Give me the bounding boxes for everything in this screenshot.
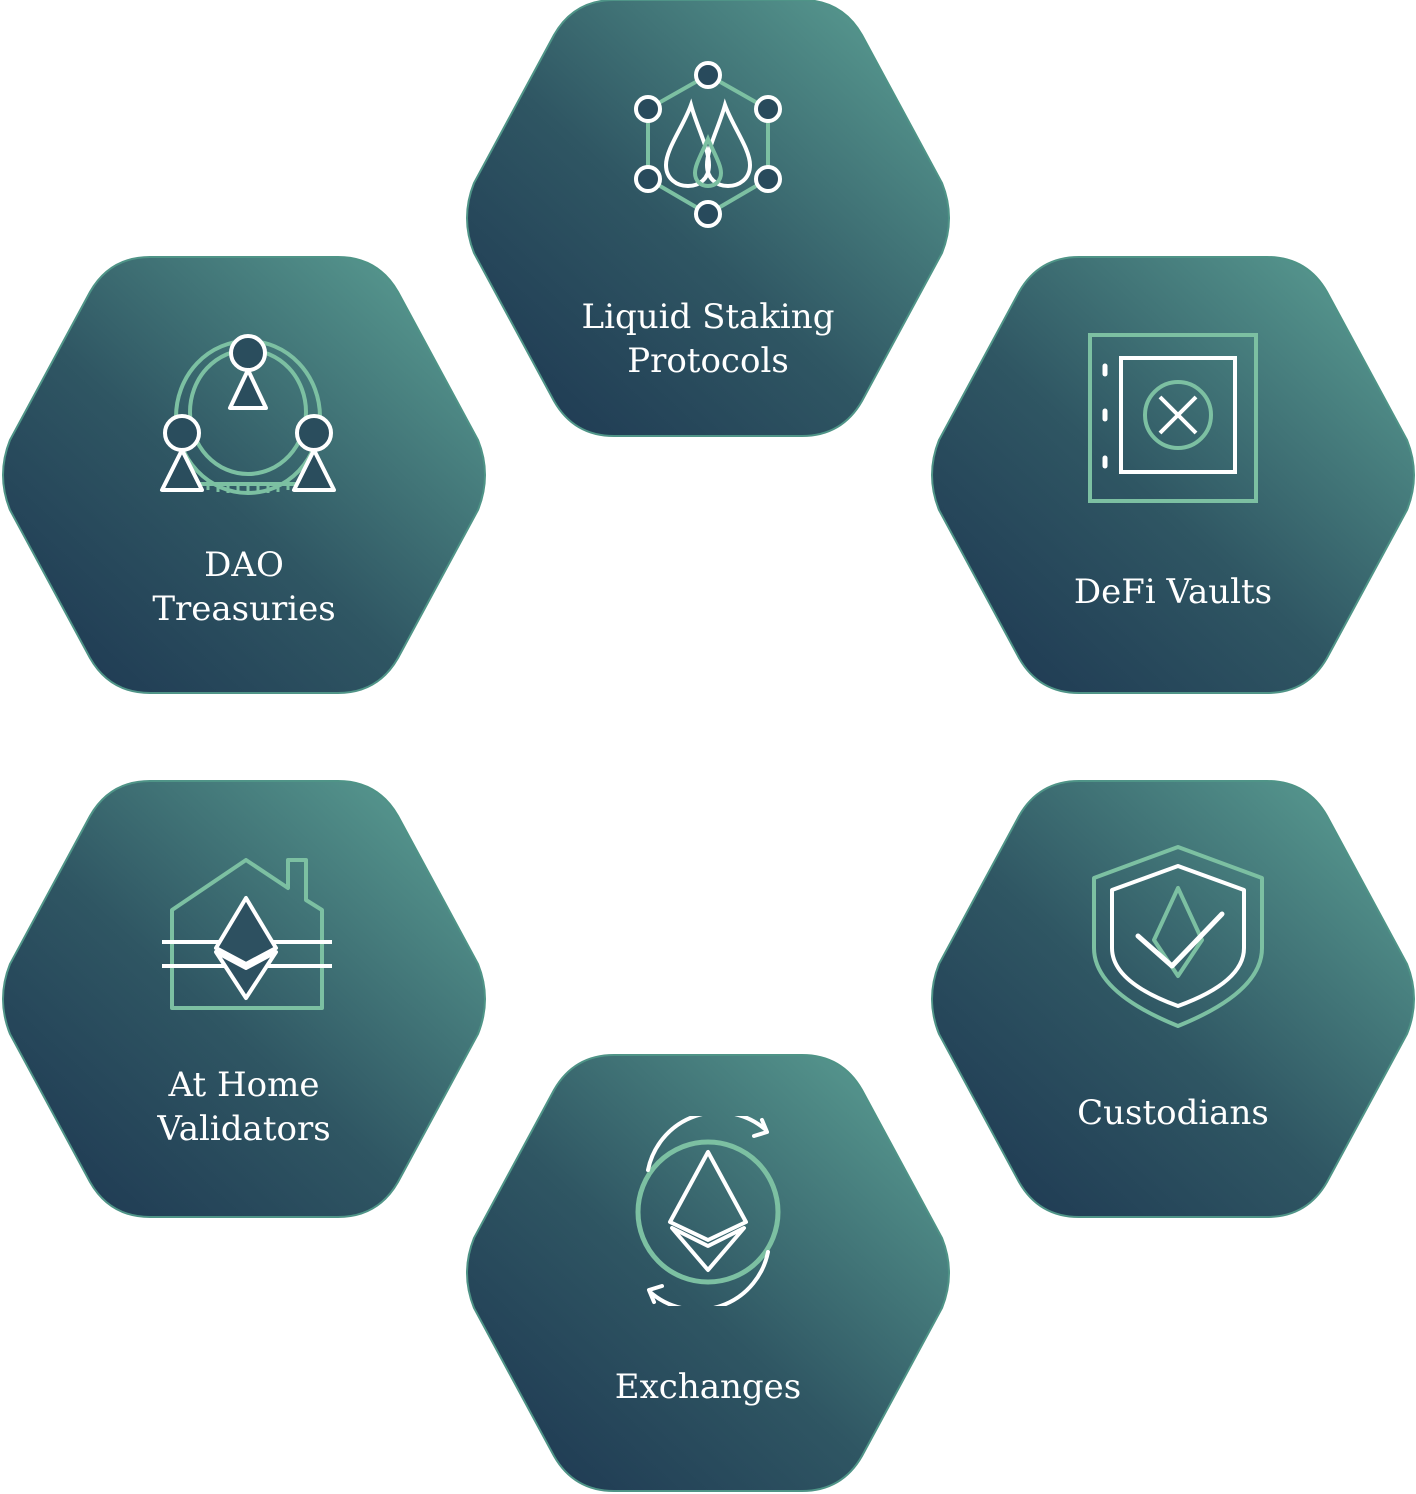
hex-exchanges: Exchanges <box>464 1052 952 1494</box>
label-line-2: Validators <box>157 1109 331 1149</box>
label-line-2: Treasuries <box>152 589 336 629</box>
hex-custodians: Custodians <box>929 778 1416 1220</box>
hex-dao-treasuries: DAO Treasuries <box>0 254 488 696</box>
vault-icon <box>1088 333 1258 503</box>
dao-treasury-icon <box>160 334 336 495</box>
label-line-1: Exchanges <box>614 1367 802 1407</box>
hex-defi-vaults: DeFi Vaults <box>929 254 1416 696</box>
exchange-eth-icon <box>635 1116 781 1306</box>
liquid-staking-icon <box>634 61 782 228</box>
hex-label: Liquid Staking Protocols <box>464 295 952 383</box>
label-line-1: Liquid Staking <box>581 297 835 337</box>
label-line-1: DeFi Vaults <box>1073 572 1273 612</box>
hex-at-home-validators: At Home Validators <box>0 778 488 1220</box>
label-line-1: At Home <box>168 1065 320 1105</box>
hex-label: Custodians <box>929 1091 1416 1135</box>
home-validator-icon <box>162 858 332 1010</box>
label-line-1: Custodians <box>1077 1093 1269 1133</box>
label-line-1: DAO <box>204 545 284 585</box>
hex-liquid-staking: Liquid Staking Protocols <box>464 0 952 439</box>
hex-label: Exchanges <box>464 1365 952 1409</box>
hex-label: DeFi Vaults <box>929 570 1416 614</box>
label-line-2: Protocols <box>627 341 789 381</box>
shield-check-icon <box>1092 845 1264 1028</box>
hex-label: DAO Treasuries <box>0 543 488 631</box>
hex-label: At Home Validators <box>0 1063 488 1151</box>
